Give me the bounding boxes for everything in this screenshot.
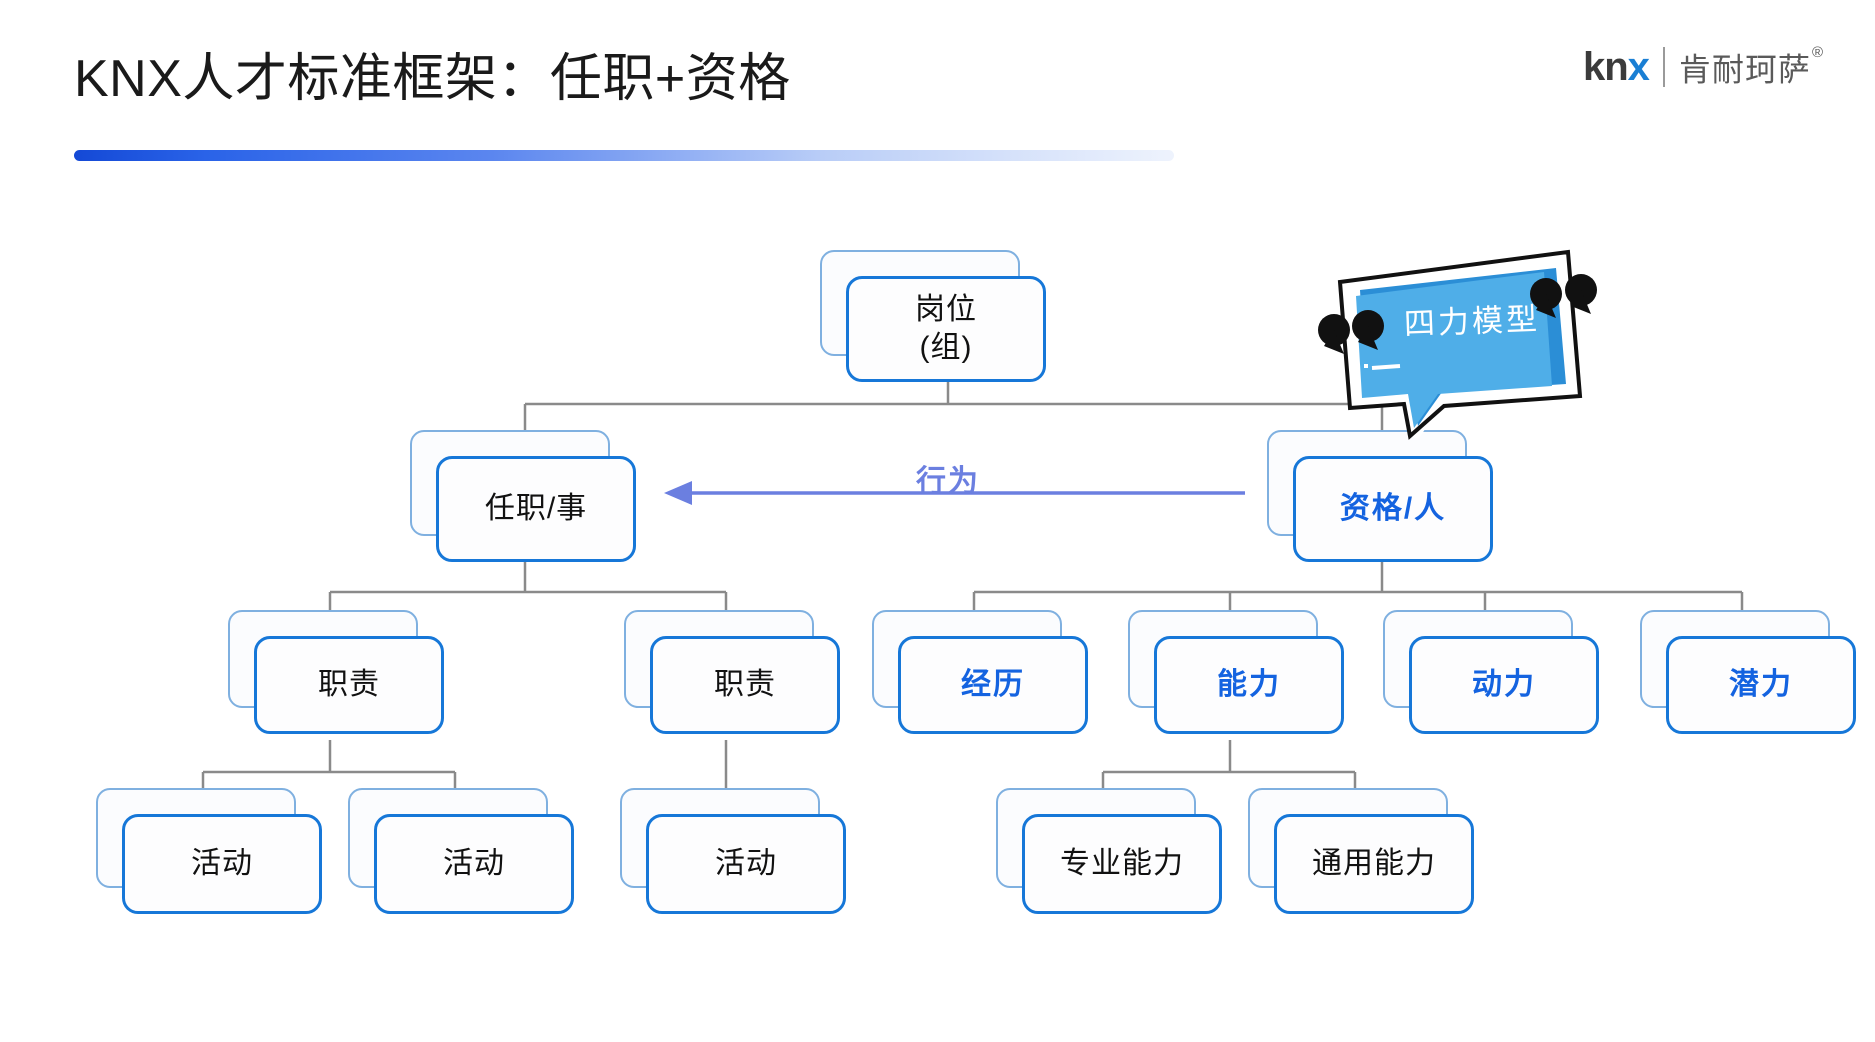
node-front-card: 活动 — [374, 814, 574, 914]
node-force-potential[interactable]: 潜力 — [1640, 610, 1856, 734]
logo-wordmark-kn: kn — [1582, 45, 1629, 89]
node-force-motivation[interactable]: 动力 — [1383, 610, 1599, 734]
node-label: 岗位 (组) — [915, 293, 977, 364]
node-label: 职责 — [714, 668, 776, 701]
logo-name-cn-text: 肯耐珂萨 — [1678, 51, 1811, 88]
logo-wordmark: knx — [1582, 45, 1650, 89]
node-front-card: 岗位 (组) — [846, 276, 1046, 382]
quote-mark-right-icon — [1530, 274, 1597, 318]
node-branch-qualification[interactable]: 资格/人 — [1267, 430, 1493, 562]
behavior-flow-label: 行为 — [916, 465, 980, 498]
node-force-experience[interactable]: 经历 — [872, 610, 1088, 734]
node-activity-1[interactable]: 活动 — [96, 788, 322, 914]
node-front-card: 职责 — [254, 636, 444, 734]
node-label: 活动 — [443, 847, 505, 880]
page-title: KNX人才标准框架：任职+资格 — [74, 50, 791, 108]
node-front-card: 潜力 — [1666, 636, 1856, 734]
node-front-card: 活动 — [646, 814, 846, 914]
node-label: 任职/事 — [484, 492, 588, 525]
node-branch-duty[interactable]: 任职/事 — [410, 430, 636, 562]
node-responsibility-1[interactable]: 职责 — [228, 610, 444, 734]
title-underline-bar — [74, 150, 1174, 161]
node-label: 活动 — [191, 847, 253, 880]
logo-name-cn: 肯耐珂萨® — [1678, 44, 1823, 88]
registered-trademark-icon: ® — [1811, 43, 1824, 61]
logo-divider — [1662, 47, 1665, 87]
callout-label: 四力模型 — [1403, 301, 1541, 342]
node-label: 能力 — [1217, 668, 1281, 701]
node-front-card: 通用能力 — [1274, 814, 1474, 914]
logo-wordmark-x: x — [1627, 45, 1650, 89]
node-label: 经历 — [961, 668, 1025, 701]
callout-four-force-model[interactable]: 四力模型 — [1318, 246, 1597, 440]
node-label: 职责 — [318, 668, 380, 701]
node-label: 通用能力 — [1312, 847, 1436, 880]
node-professional-capability[interactable]: 专业能力 — [996, 788, 1222, 914]
node-front-card: 职责 — [650, 636, 840, 734]
node-front-card: 经历 — [898, 636, 1088, 734]
node-front-card: 资格/人 — [1293, 456, 1493, 562]
node-front-card: 能力 — [1154, 636, 1344, 734]
node-activity-3[interactable]: 活动 — [620, 788, 846, 914]
callout-bubble-shape — [1318, 249, 1597, 440]
brand-logo: knx 肯耐珂萨® — [1583, 44, 1823, 90]
node-label: 资格/人 — [1339, 492, 1447, 525]
node-label: 潜力 — [1729, 668, 1793, 701]
node-label: 动力 — [1472, 668, 1536, 701]
node-front-card: 动力 — [1409, 636, 1599, 734]
node-front-card: 活动 — [122, 814, 322, 914]
node-label: 专业能力 — [1060, 847, 1184, 880]
node-responsibility-2[interactable]: 职责 — [624, 610, 840, 734]
node-front-card: 任职/事 — [436, 456, 636, 562]
quote-mark-left-icon — [1318, 310, 1384, 354]
node-general-capability[interactable]: 通用能力 — [1248, 788, 1474, 914]
node-root-position-group[interactable]: 岗位 (组) — [820, 250, 1046, 382]
node-force-capability[interactable]: 能力 — [1128, 610, 1344, 734]
node-activity-2[interactable]: 活动 — [348, 788, 574, 914]
node-label: 活动 — [715, 847, 777, 880]
node-front-card: 专业能力 — [1022, 814, 1222, 914]
